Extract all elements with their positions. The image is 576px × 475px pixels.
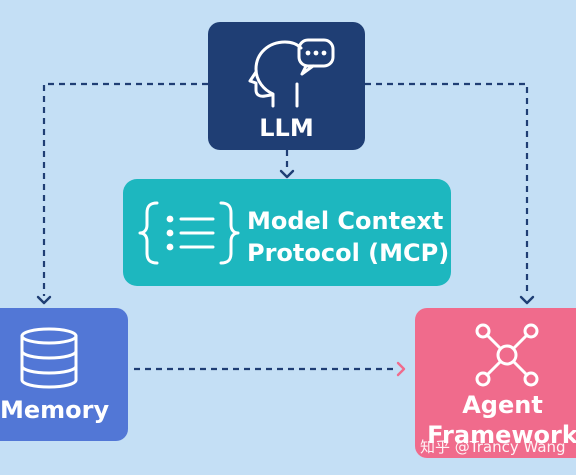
database-icon [20,327,78,389]
arrowhead-mcp [279,169,295,179]
head-with-speech-bubble-icon [248,38,335,108]
llm-node: LLM [208,22,365,150]
watermark: 知乎 @Trancy Wang [420,438,566,456]
memory-label: Memory [0,396,110,424]
arrowhead-agent [519,295,535,305]
agent-framework-node: Agent Framework [415,308,576,458]
network-hub-icon [475,323,539,387]
memory-node: Memory [0,308,128,441]
agent-label-line2: Framework [427,421,576,449]
mcp-node: Model Context Protocol (MCP) [123,179,451,286]
mcp-label-line2: Protocol (MCP) [247,239,450,267]
mcp-label: Model Context Protocol (MCP) [247,205,449,269]
agent-label-line1: Agent [462,391,543,419]
arrowhead-agent-from-memory [396,361,406,377]
curly-brace-list-icon [138,201,240,265]
llm-label: LLM [259,114,314,142]
arrowhead-memory [36,295,52,305]
mcp-label-line1: Model Context [247,207,444,235]
agent-framework-label: Agent Framework [415,390,576,450]
